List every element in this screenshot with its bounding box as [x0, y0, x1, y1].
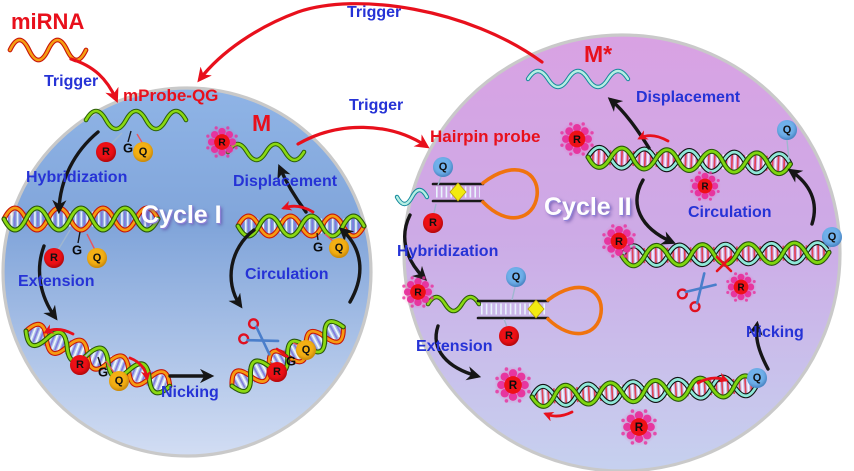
burst-r-label: R	[414, 288, 422, 299]
hairpin-probe-intact	[431, 168, 539, 220]
duplex-mid-right	[619, 240, 832, 269]
reporter-badge: R	[267, 362, 287, 382]
trigger-label-mid: Trigger	[349, 97, 404, 114]
displacement-label-cycle2: Displacement	[636, 89, 741, 106]
fluorophore-burst: R	[725, 271, 757, 303]
hybridization-label-cycle1: Hybridization	[26, 169, 128, 186]
quencher-badge: Q	[777, 120, 797, 140]
quencher-badge: Q	[296, 340, 316, 360]
fluorophore-burst: R	[620, 408, 658, 446]
g-base-label: G	[71, 242, 83, 258]
g-base-label: G	[312, 239, 324, 255]
arrow-nicking-cycle2	[748, 320, 770, 371]
burst-r-label: R	[615, 236, 623, 248]
duplex-top-right	[585, 144, 793, 177]
fluorophore-burst: R	[689, 170, 721, 202]
trigger-label-top: Trigger	[347, 4, 402, 21]
arrow-trigger-m-to-cycle2	[296, 125, 430, 149]
fluorophore-burst: R	[494, 366, 532, 404]
cycle2-title: Cycle II	[544, 193, 632, 221]
duplex-circulating	[235, 213, 367, 239]
arrow-trigger-mstar-to-cycle1	[197, 2, 544, 83]
reporter-badge: R	[96, 142, 116, 162]
fluorophore-burst: R	[401, 275, 435, 309]
arrow-circulation-left-cycle2	[635, 178, 676, 245]
arrow-displacement-cycle2	[607, 97, 651, 150]
hairpin1-tail-strand	[394, 187, 430, 207]
hairpin2-trigger-strand	[425, 294, 482, 314]
red-arc-circulating	[281, 200, 315, 214]
hybridization-label-cycle2: Hybridization	[397, 243, 499, 260]
circulation-label-cycle1: Circulation	[245, 266, 329, 283]
burst-r-label: R	[635, 421, 644, 434]
mirna-label: miRNA	[11, 9, 85, 34]
fluorophore-burst: R	[559, 121, 595, 157]
nicking-label-cycle2: Nicking	[746, 324, 804, 341]
arrow-circulation-left-cycle1	[228, 228, 256, 309]
quencher-badge: Q	[506, 267, 526, 287]
mstar-label: M*	[584, 41, 613, 67]
duplex-bottom-right	[529, 373, 760, 409]
fluorophore-burst: R	[601, 223, 637, 259]
cut-x-mark	[715, 255, 733, 273]
trigger-label-mirna: Trigger	[44, 73, 99, 90]
reporter-badge: R	[44, 248, 64, 268]
quencher-badge: Q	[433, 157, 453, 177]
mprobe-strand	[83, 108, 189, 132]
m-label: M	[252, 110, 272, 136]
burst-r-label: R	[573, 134, 581, 146]
quencher-badge: Q	[87, 248, 107, 268]
hairpin-probe-opened	[476, 285, 603, 336]
red-arc-bottom-right-a	[696, 372, 729, 385]
burst-r-label: R	[509, 379, 518, 392]
extension-label-cycle1: Extension	[18, 273, 95, 290]
arrow-hybridization-cycle1	[52, 130, 100, 215]
quencher-badge: Q	[822, 227, 842, 247]
mirna-strand	[7, 37, 89, 63]
extension-label-cycle2: Extension	[416, 338, 493, 355]
red-arc-extended-left	[43, 324, 75, 336]
cycle1-title: Cycle I	[141, 201, 222, 229]
duplex-hybridized	[1, 205, 161, 233]
burst-r-label: R	[737, 282, 744, 293]
burst-r-label: R	[701, 181, 708, 192]
circulation-label-cycle2: Circulation	[688, 204, 772, 221]
cut-mark	[275, 347, 291, 360]
g-base-label: G	[97, 364, 109, 380]
quencher-badge: Q	[329, 238, 349, 258]
g-base-label: G	[122, 140, 134, 156]
displacement-label-cycle1: Displacement	[233, 173, 338, 190]
fluorophore-burst: R	[205, 125, 239, 159]
arrow-extension-cycle1	[37, 244, 58, 321]
arrow-circulation-right-cycle2	[787, 168, 817, 226]
red-arc-top-right	[637, 130, 670, 143]
reporter-badge: R	[499, 326, 519, 346]
quencher-badge: Q	[747, 368, 767, 388]
hairpin-probe-label: Hairpin probe	[430, 127, 541, 146]
mprobe-label: mProbe-QG	[123, 86, 219, 105]
arrow-trigger-mirna	[69, 57, 119, 103]
reporter-badge: R	[423, 213, 443, 233]
red-arc-extended-right	[128, 356, 151, 381]
nicking-label-cycle1: Nicking	[161, 384, 219, 401]
red-arc-bottom-right-b	[543, 410, 574, 422]
arrow-hybridization-cycle2	[403, 213, 428, 282]
arrow-circulation-right-cycle1	[338, 227, 362, 304]
quencher-badge: Q	[109, 371, 129, 391]
g-base-label: G	[285, 353, 297, 369]
reporter-badge: R	[70, 355, 90, 375]
arrow-extension-cycle2	[434, 324, 482, 381]
burst-r-label: R	[218, 138, 226, 149]
m-strand	[225, 141, 307, 163]
quencher-badge: Q	[133, 142, 153, 162]
mstar-strand	[525, 68, 631, 90]
